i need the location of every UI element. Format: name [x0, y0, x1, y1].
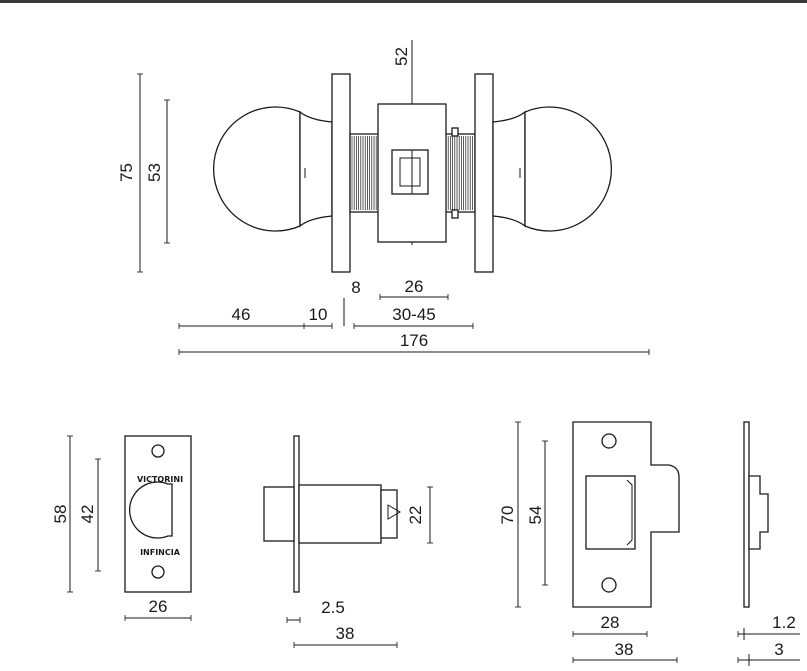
- dim-backset: 38: [336, 624, 355, 643]
- latch-bolt: [263, 486, 295, 542]
- latch-tail: [380, 489, 398, 539]
- latch-side-view: 22 2.5 38: [263, 435, 433, 648]
- dim-knob-length: 46: [232, 305, 251, 324]
- strike-side-lip: [748, 475, 769, 550]
- dim-overall-length: 176: [400, 331, 428, 350]
- strike-bottom-hole: [601, 577, 617, 593]
- faceplate: [124, 435, 192, 593]
- latch-bolt-opening: [129, 481, 173, 539]
- faceplate-bottom-hole: [151, 565, 165, 579]
- strike-plate: [572, 421, 680, 608]
- strike-top-hole: [601, 433, 617, 449]
- dim-strike-outer-width: 38: [615, 640, 634, 659]
- strike-side-plate: [743, 421, 750, 608]
- left-rose: [331, 73, 351, 273]
- dim-strike-lip-depth: 3: [774, 640, 783, 659]
- dim-rose-offset: 8: [351, 278, 360, 297]
- strike-opening: [585, 475, 636, 550]
- latch-mechanism: [391, 149, 429, 195]
- dim-plate-thickness: 2.5: [321, 598, 345, 617]
- latch-case: [298, 484, 382, 544]
- dim-strike-height: 70: [498, 506, 517, 525]
- faceplate-view: VICTORINI INFINCIA 58 42 26: [51, 435, 192, 621]
- top-border: [0, 0, 807, 3]
- dim-door-range: 30-45: [392, 305, 435, 324]
- dim-latch-body: 26: [405, 277, 424, 296]
- right-knob: [524, 106, 613, 232]
- dim-rose-length: 10: [309, 305, 328, 324]
- brand-bottom: INFINCIA: [140, 548, 181, 557]
- dim-strike-plate-thickness: 1.2: [772, 613, 796, 632]
- strike-plate-view: 70 54 28 38: [498, 421, 680, 663]
- dim-knob-diameter: 53: [145, 163, 164, 182]
- dim-faceplate-width: 26: [149, 597, 168, 616]
- left-knob: [212, 106, 301, 232]
- dim-strike-hole-span: 54: [526, 506, 545, 525]
- dim-faceplate-hole-span: 42: [78, 505, 97, 524]
- faceplate-top-hole: [151, 444, 165, 458]
- dim-faceplate-height: 58: [51, 505, 70, 524]
- dim-height-overall: 75: [117, 163, 136, 182]
- latch-faceplate-edge: [293, 435, 300, 593]
- knob-assembly: 52 75 53 26 8 46 10 30-45 176: [117, 40, 650, 355]
- dim-strike-inner-width: 28: [601, 613, 620, 632]
- right-rose: [474, 73, 494, 273]
- dim-bolt-height: 22: [406, 506, 425, 525]
- dim-top-marker: 52: [392, 47, 411, 66]
- brand-top: VICTORINI: [137, 475, 183, 484]
- strike-side-view: 1.2 3: [737, 421, 800, 666]
